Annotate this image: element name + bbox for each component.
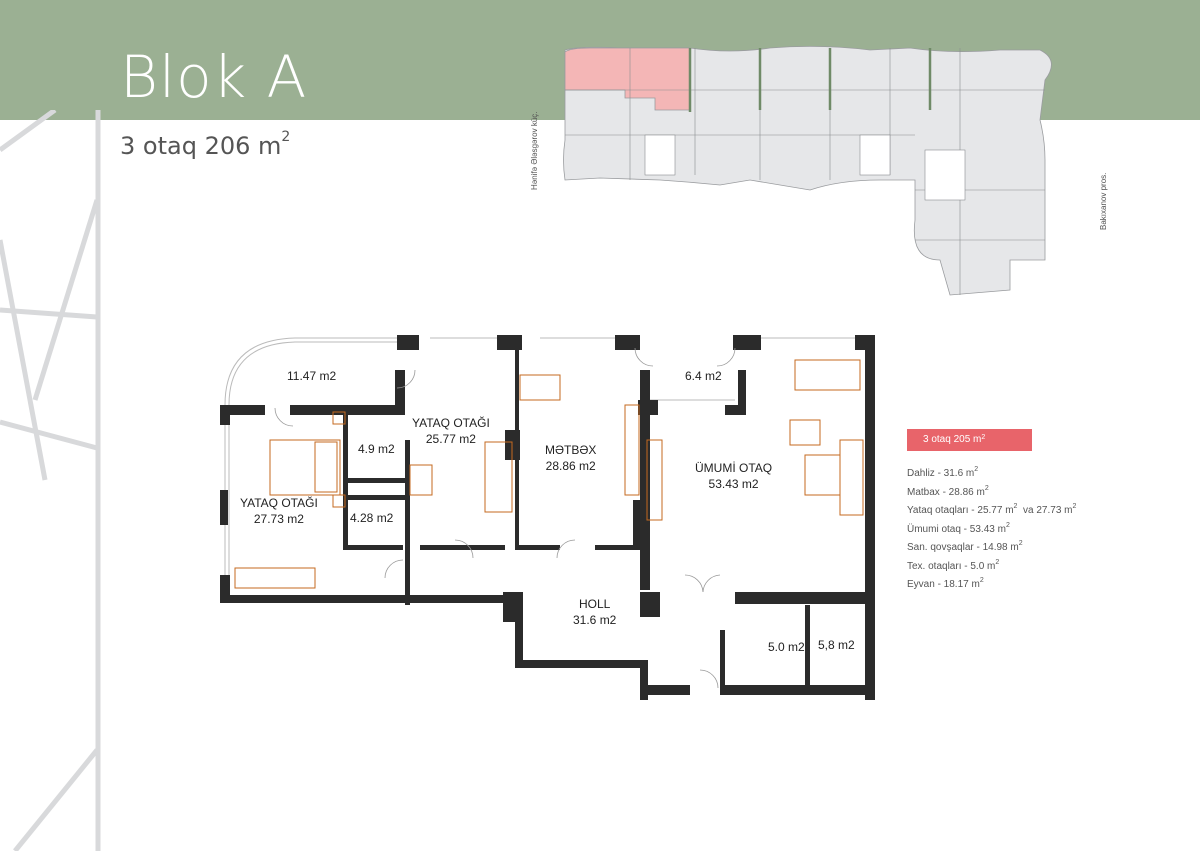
street-label-right: Bakıxanov pros. [1099, 172, 1108, 230]
room-area-balcony-2: 6.4 m2 [685, 369, 722, 383]
room-area-bath-1: 4.9 m2 [358, 442, 395, 456]
room-area-bath-3: 5,8 m2 [818, 638, 855, 652]
spec-item: Eyvan - 18.17 m2 [907, 577, 984, 590]
spec-item: Dahliz - 31.6 m2 [907, 466, 979, 479]
decorative-lines [0, 110, 101, 851]
floor-plan [220, 335, 875, 700]
area-specs-list: Dahliz - 31.6 m2 Matbax - 28.86 m2 Yataq… [907, 466, 1077, 598]
room-area-balcony-1: 11.47 m2 [287, 369, 337, 383]
spec-item: Matbax - 28.86 m2 [907, 484, 989, 498]
highlighted-apartment [564, 47, 691, 111]
street-label-left: Hənifə Ələsgərov küç. [530, 111, 539, 191]
spec-item: Yataq otaqları - 25.77 m2 va 27.73 m2 [907, 503, 1077, 516]
spec-item: Tex. otaqları - 5.0 m2 [907, 558, 1000, 572]
apartment-badge: 3 otaq 205 m2 [907, 429, 1032, 451]
site-plan-map[interactable] [540, 40, 1100, 310]
room-area-bath-2: 4.28 m2 [350, 511, 394, 525]
apartment-subtitle: 3 otaq 206 m2 [120, 129, 291, 160]
page-title: Blok A [120, 43, 308, 111]
room-area-tech: 5.0 m2 [768, 640, 805, 654]
spec-item: Ümumi otaq - 53.43 m2 [907, 521, 1010, 535]
spec-item: San. qovşaqlar - 14.98 m2 [907, 540, 1023, 553]
